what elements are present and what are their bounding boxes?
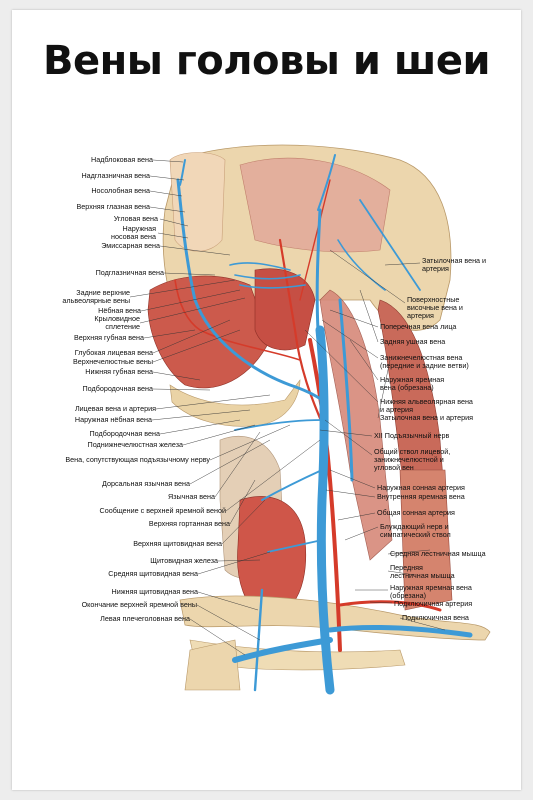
scalene-muscles [399,469,453,611]
label-retromandibular-vein: Занижнечелюстная вена (передние и задние… [380,353,469,370]
label-nasofrontal-vein: Носолобная вена [91,186,150,195]
label-angular-vein: Угловая вена [113,214,158,223]
temporal-muscle [239,157,391,253]
label-dorsal-lingual-vein: Дорсальная язычная вена [102,479,190,488]
label-superior-labial-vein: Верхняя губная вена [73,333,144,342]
label-middle-scalene: Средняя лестничная мышца [390,549,486,558]
label-occipital-vein-artery: Затылочная вена и артерия [380,413,474,422]
label-common-trunk-facial: Общий ствол лицевой, занижнечелюстной и … [374,447,451,472]
label-external-carotid-artery: Наружная сонная артерия [377,483,465,492]
label-vena-comitans-hypoglossal: Вена, сопутствующая подъязычному нерву [65,455,210,464]
label-subclavian-artery: Подключичная артерия [394,599,473,608]
subclavian-vein [327,625,473,638]
label-superior-thyroid-vein: Верхняя щитовидная вена [133,539,222,548]
label-lingual-vein: Язычная вена [168,492,215,501]
label-superior-laryngeal-vein: Верхняя гортанная вена [148,519,230,528]
masseter-muscle [254,268,316,351]
facial-muscles [147,275,271,389]
label-inferior-labial-vein: Нижняя губная вена [85,367,153,376]
label-supratrochlear-vein: Надблоковая вена [91,155,153,164]
facial-vein [176,178,324,402]
internal-jugular-vein [315,325,335,695]
label-middle-thyroid-vein: Средняя щитовидная вена [108,569,198,578]
label-posterior-superior-alveolar-veins: Задние верхние альвеолярные вены [62,288,130,305]
label-end-superior-jugular-vein: Окончание верхней яремной вены [81,600,197,609]
label-inferior-thyroid-vein: Нижняя щитовидная вена [111,587,199,596]
label-external-palatine-vein: Наружная нёбная вена [74,415,152,424]
label-thyroid-gland: Щитовидная железа [150,556,218,565]
label-external-nasal-vein: Наружная носовая вена [111,224,156,241]
label-maxillary-veins: Верхнечелюстные вены [72,357,153,366]
label-superior-ophthalmic-vein: Верхняя глазная вена [76,202,150,211]
label-submandibular-gland: Поднижнечелюстная железа [87,440,183,449]
poster-title: Вены головы и шеи [42,38,491,84]
superficial-temporal-artery [299,179,331,301]
label-vagus-sympathetic: Блуждающий нерв и симпатический ствол [380,522,451,539]
veins [176,154,473,695]
label-submental-vein-lower: Подбородочная вена [89,429,160,438]
label-common-carotid-artery: Общая сонная артерия [377,508,455,517]
leader-lines-left [129,159,321,656]
label-superficial-temporal: Поверхностные височные вена и артерия [407,295,463,320]
label-communication-superior-jugular: Сообщение с верхней яремной веной [99,506,226,515]
pterygoid-plexus [229,262,306,289]
label-left-brachiocephalic-vein: Левая плечеголовная вена [100,614,190,623]
leader-lines-right [304,249,446,631]
subclavian-artery [338,600,442,612]
brachiocephalic-vein [232,637,333,663]
thyroid-gland [237,496,307,616]
retromandibular-vein [315,208,322,332]
label-internal-jugular-vein: Внутренняя яремная вена [377,492,465,501]
label-emissary-vein: Эмиссарная вена [101,241,160,250]
neck-muscle-sternocleidomastoid [319,289,393,561]
sternum [184,639,241,691]
label-deep-facial-vein: Глубокая лицевая вена [74,348,153,357]
label-submental-vein-upper: Подбородочная вена [82,384,153,393]
label-external-jugular-cut-lower: Наружная яремная вена (обрезана) [390,583,472,600]
label-occipital-vein-artery-top: Затылочная вена и артерия [422,256,487,273]
label-posterior-auricular-vein: Задняя ушная вена [380,337,446,346]
posterior-auricular-vein [337,239,386,291]
external-jugular-vein [338,298,354,482]
supratrochlear-vein [179,159,186,186]
superior-thyroid-vein [261,469,323,501]
facial-artery [174,279,301,361]
label-anterior-scalene: Передняя лестничная мышца [390,563,455,580]
superficial-temporal-vein [317,154,336,211]
first-rib [189,639,406,671]
label-supraorbital-vein: Надглазничная вена [81,171,150,180]
label-transverse-facial-vein: Поперечная вена лица [380,322,457,331]
common-carotid-artery [308,338,342,652]
label-external-jugular-cut-upper: Наружная яремная вена (обрезана) [380,375,445,392]
label-palatine-vein: Нёбная вена [98,306,141,315]
inferior-thyroid-vein [253,588,264,692]
label-facial-vein-and-artery: Лицевая вена и артерия [74,404,156,413]
mandible [169,379,301,427]
middle-thyroid-vein [267,539,323,553]
label-infraorbital-vein: Подглазничная вена [95,268,164,277]
label-hypoglossal-nerve: XII Подъязычный нерв [374,431,450,440]
label-inferior-alveolar: Нижняя альвеолярная вена и артерия [380,397,473,414]
occipital-vein [359,199,421,291]
label-pterygoid-plexus: Крыловидное сплетение [94,314,140,331]
label-subclavian-vein: Подключичная вена [402,613,469,622]
